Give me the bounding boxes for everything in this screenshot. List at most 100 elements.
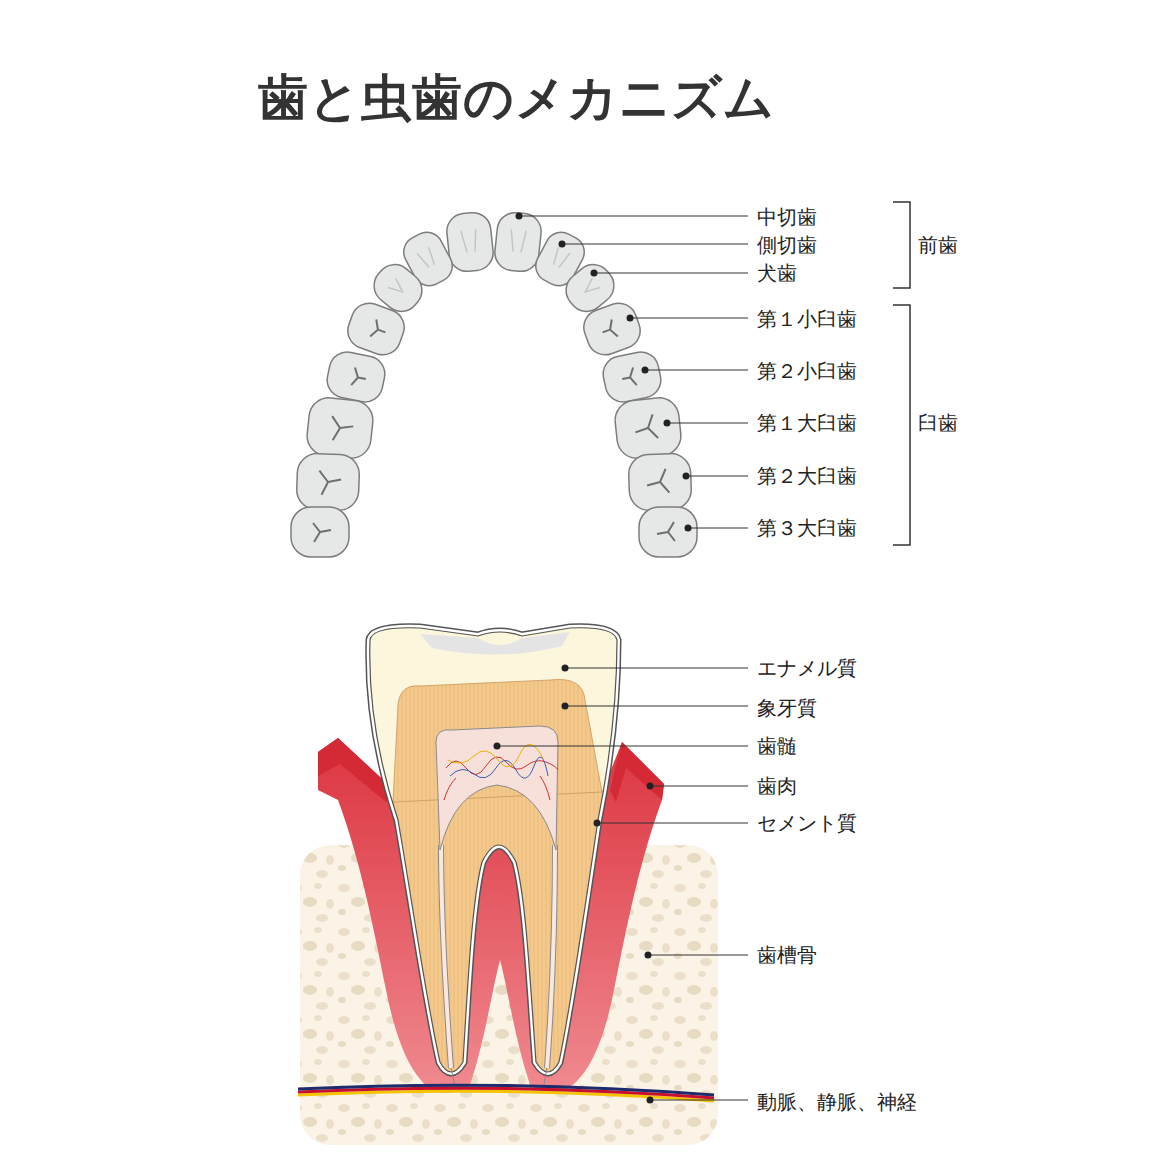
tooth — [613, 396, 683, 460]
tooth-groove — [634, 414, 658, 440]
part-label: 歯髄 — [757, 734, 797, 758]
tooth-groove — [461, 229, 478, 252]
brackets — [893, 202, 910, 545]
tooth-groove — [509, 229, 526, 252]
leader-line — [597, 823, 748, 824]
leader-dot — [645, 952, 652, 959]
part-label: 象牙質 — [757, 696, 817, 720]
leader-dot — [683, 473, 690, 480]
gum-edge — [610, 742, 664, 802]
root-canal — [547, 845, 555, 1068]
part-label: 臼歯 — [918, 411, 958, 435]
part-label: 第２小臼歯 — [757, 359, 857, 383]
leader-dot — [642, 367, 649, 374]
tooth-groove — [370, 320, 388, 341]
tooth-groove — [330, 416, 354, 442]
leader-dot — [594, 820, 601, 827]
leader-dot — [516, 213, 523, 220]
leader-dot — [559, 241, 566, 248]
pulp-vessel — [446, 757, 558, 775]
cementum — [370, 628, 617, 1072]
leader-lines — [497, 668, 748, 1100]
tooth-groove — [388, 278, 406, 296]
leader-line — [650, 786, 748, 787]
part-label: エナメル質 — [757, 656, 857, 680]
part-label: 動脈、静脈、神経 — [757, 1090, 917, 1114]
tooth — [579, 298, 645, 360]
leader-line — [645, 370, 748, 371]
tooth — [291, 507, 349, 557]
part-label: 犬歯 — [757, 261, 797, 285]
leader-lines — [519, 216, 748, 528]
leader-line — [688, 528, 748, 529]
dental-arch — [291, 211, 697, 557]
part-label: 歯肉 — [757, 774, 797, 798]
leader-dot — [647, 783, 654, 790]
tooth-groove — [313, 523, 331, 542]
tooth — [305, 396, 375, 460]
part-label: セメント質 — [757, 811, 857, 835]
leader-line — [630, 318, 748, 319]
leader-dot — [627, 315, 634, 322]
part-label: 第２大臼歯 — [757, 464, 857, 488]
leader-line — [667, 423, 748, 424]
leader-dot — [562, 665, 569, 672]
leader-dot — [562, 703, 569, 710]
cementum-outline — [370, 628, 617, 1072]
vein — [298, 1085, 714, 1095]
tooth-cross-section — [298, 620, 718, 1145]
tooth-groove — [620, 368, 636, 388]
tooth-groove — [550, 247, 570, 269]
root-canal-edge — [547, 845, 555, 1068]
leader-dot — [664, 420, 671, 427]
leader-line — [562, 244, 748, 245]
leader-line — [497, 746, 748, 747]
leader-dots — [516, 213, 692, 532]
leader-line — [650, 1100, 748, 1101]
part-label: 第１小臼歯 — [757, 307, 857, 331]
tooth-groove — [417, 247, 437, 269]
tooth-groove — [351, 368, 367, 388]
tooth — [600, 349, 664, 406]
leader-line — [565, 706, 748, 707]
occlusal-surface — [420, 632, 570, 655]
pulp-vessel — [444, 776, 550, 800]
leader-line — [686, 476, 748, 477]
tooth — [639, 507, 697, 557]
part-label: 前歯 — [918, 233, 958, 257]
diagram-title: 歯と虫歯のメカニズム — [258, 68, 775, 128]
dentin-texture — [370, 628, 617, 1072]
part-label: 歯槽骨 — [757, 943, 817, 967]
leader-dot — [591, 270, 598, 277]
tooth — [324, 349, 388, 406]
leader-line — [648, 955, 748, 956]
part-label: 中切歯 — [757, 205, 817, 229]
leader-line — [594, 273, 748, 274]
root-canal — [441, 845, 451, 1068]
bracket — [893, 202, 910, 288]
tooth — [296, 453, 360, 511]
leader-dot — [647, 1097, 654, 1104]
leader-dots — [494, 665, 654, 1104]
tooth-groove — [582, 278, 600, 296]
tooth-outline — [370, 628, 617, 1072]
pulp — [436, 726, 558, 850]
dentin — [370, 628, 617, 1072]
leader-dot — [685, 525, 692, 532]
part-label: 第３大臼歯 — [757, 516, 857, 540]
pulp-vessel — [450, 757, 548, 778]
leader-line — [565, 668, 748, 669]
tooth-groove — [319, 471, 342, 496]
tooth — [343, 298, 409, 360]
tooth-groove — [647, 469, 670, 494]
root-canal-edge — [441, 845, 451, 1068]
bracket — [893, 305, 910, 545]
tooth-groove — [657, 522, 675, 541]
part-label: 第１大臼歯 — [757, 411, 857, 435]
leader-dot — [494, 743, 501, 750]
tooth — [628, 453, 692, 511]
leader-line — [519, 216, 748, 217]
part-label: 側切歯 — [757, 233, 817, 257]
